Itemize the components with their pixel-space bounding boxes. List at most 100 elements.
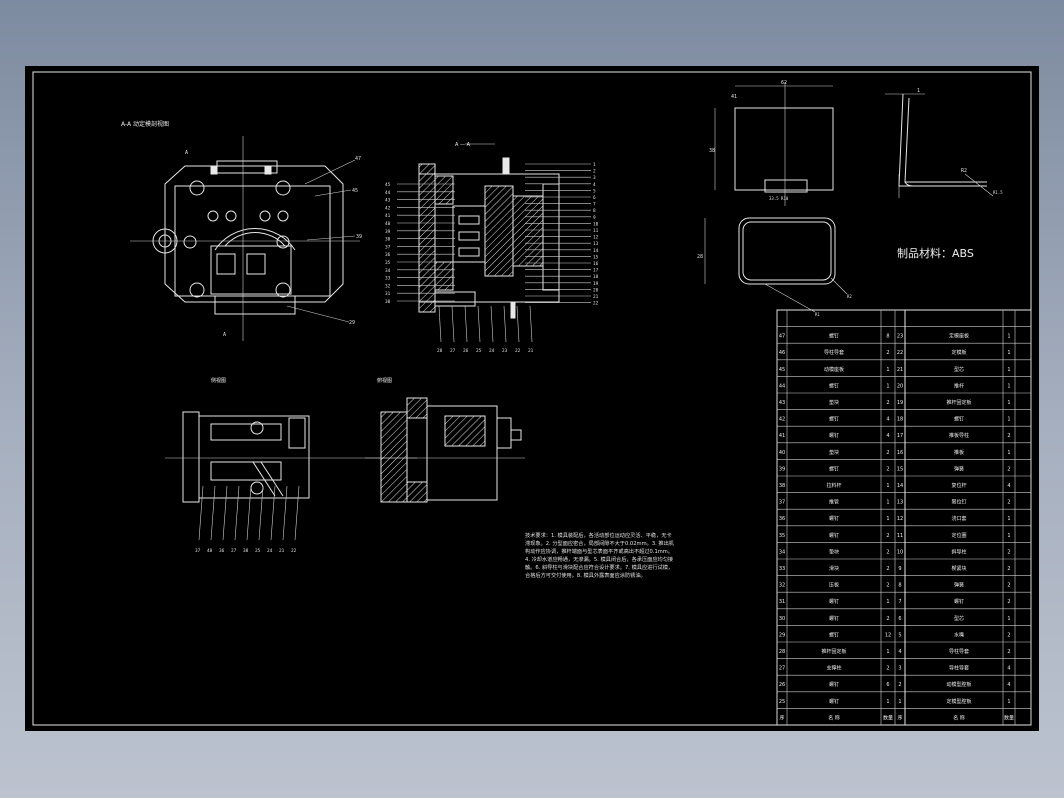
callout-left-39: 39: [385, 229, 391, 235]
callout-side-37: 37: [195, 548, 201, 554]
callout-right-3: 3: [593, 175, 596, 181]
svg-text:41: 41: [731, 94, 737, 100]
svg-text:1: 1: [1007, 350, 1010, 356]
svg-text:7: 7: [898, 599, 901, 605]
svg-text:螺钉: 螺钉: [829, 382, 839, 389]
svg-text:12: 12: [885, 632, 891, 638]
svg-text:2: 2: [886, 566, 889, 572]
svg-text:4: 4: [886, 433, 889, 439]
svg-text:29: 29: [349, 320, 355, 326]
svg-text:1: 1: [1007, 450, 1010, 456]
svg-text:1: 1: [1007, 367, 1010, 373]
svg-text:导柱导套: 导柱导套: [949, 648, 969, 655]
svg-text:30: 30: [779, 616, 785, 622]
svg-text:41: 41: [779, 433, 785, 439]
svg-text:数量: 数量: [1004, 714, 1014, 721]
svg-text:1: 1: [1007, 383, 1010, 389]
svg-text:A: A: [185, 150, 188, 156]
callout-bottom-26: 26: [463, 348, 469, 354]
svg-text:4: 4: [898, 649, 901, 655]
svg-text:2: 2: [1007, 632, 1010, 638]
svg-text:2: 2: [898, 682, 901, 688]
callout-side-25: 25: [255, 548, 261, 554]
svg-text:11: 11: [897, 533, 903, 539]
svg-text:垫块: 垫块: [829, 449, 839, 456]
svg-text:27: 27: [779, 666, 785, 672]
callout-bottom-22: 22: [515, 348, 521, 354]
svg-text:R2: R2: [847, 294, 852, 299]
callout-right-1: 1: [593, 162, 596, 168]
svg-text:螺钉: 螺钉: [829, 532, 839, 539]
svg-text:俯视图: 俯视图: [377, 377, 392, 384]
callout-left-34: 34: [385, 268, 391, 274]
callout-side-22: 22: [291, 548, 297, 554]
svg-text:螺钉: 螺钉: [829, 631, 839, 638]
callout-right-15: 15: [593, 254, 599, 260]
callout-right-18: 18: [593, 274, 599, 280]
callout-right-8: 8: [593, 208, 596, 214]
svg-text:28: 28: [697, 254, 703, 260]
callout-right-12: 12: [593, 235, 599, 241]
svg-text:1: 1: [886, 383, 889, 389]
svg-text:螺钉: 螺钉: [829, 465, 839, 472]
svg-text:1: 1: [886, 367, 889, 373]
svg-text:39: 39: [779, 466, 785, 472]
svg-text:R1: R1: [815, 312, 820, 317]
svg-text:20: 20: [897, 383, 903, 389]
svg-text:46: 46: [779, 350, 785, 356]
svg-text:15: 15: [897, 466, 903, 472]
svg-text:1: 1: [1007, 533, 1010, 539]
svg-text:螺钉: 螺钉: [829, 515, 839, 522]
callout-right-22: 22: [593, 301, 599, 307]
callout-left-38: 38: [385, 237, 391, 243]
svg-text:5: 5: [898, 632, 901, 638]
svg-text:螺钉: 螺钉: [954, 598, 964, 605]
svg-text:R2: R2: [961, 168, 967, 174]
svg-text:垫块: 垫块: [829, 548, 839, 555]
part-front-view: 62 41 38 33.5 R10: [709, 80, 834, 206]
callout-right-5: 5: [593, 188, 596, 194]
svg-text:21: 21: [897, 367, 903, 373]
svg-text:2: 2: [1007, 433, 1010, 439]
tech-requirements-text: 技术要求：1. 模具装配后，各活动部位运动应灵活、平稳，无卡滞现象。2. 分型面…: [525, 533, 674, 580]
svg-text:4: 4: [1007, 682, 1010, 688]
svg-text:9: 9: [898, 566, 901, 572]
cad-viewport[interactable]: A-A 动定模剖视图 47 45 39 29 A: [25, 66, 1039, 731]
callout-right-11: 11: [593, 228, 599, 234]
callout-left-41: 41: [385, 213, 391, 219]
material-label: 制品材料：ABS: [897, 246, 974, 260]
callout-left-35: 35: [385, 260, 391, 266]
svg-text:18: 18: [897, 417, 903, 423]
callout-right-21: 21: [593, 294, 599, 300]
svg-text:44: 44: [779, 383, 785, 389]
svg-text:2: 2: [886, 666, 889, 672]
svg-text:名 称: 名 称: [828, 714, 840, 721]
svg-text:4: 4: [886, 417, 889, 423]
callout-left-43: 43: [385, 198, 391, 204]
svg-text:28: 28: [779, 649, 785, 655]
svg-text:螺钉: 螺钉: [829, 698, 839, 705]
svg-text:40: 40: [779, 450, 785, 456]
svg-text:29: 29: [779, 632, 785, 638]
callout-left-44: 44: [385, 190, 391, 196]
svg-text:2: 2: [886, 549, 889, 555]
svg-text:定模板: 定模板: [951, 349, 966, 356]
callout-right-10: 10: [593, 221, 599, 227]
svg-text:R1.5: R1.5: [993, 190, 1003, 195]
svg-text:38: 38: [779, 483, 785, 489]
svg-text:47: 47: [779, 334, 785, 340]
callout-right-6: 6: [593, 195, 596, 201]
bottom-view: 俯视图: [365, 377, 525, 503]
svg-text:8: 8: [898, 583, 901, 589]
svg-text:序: 序: [779, 714, 784, 721]
svg-text:A: A: [223, 332, 226, 338]
svg-text:10: 10: [897, 549, 903, 555]
